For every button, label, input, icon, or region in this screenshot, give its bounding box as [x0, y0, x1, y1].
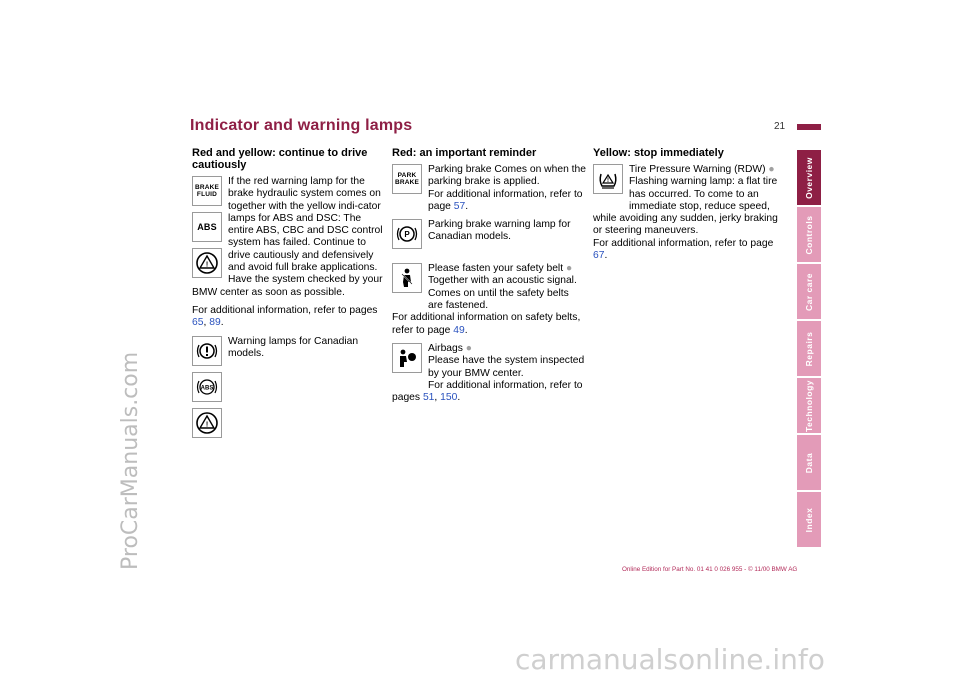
parking-circle-icon: P [392, 219, 422, 250]
entry-text: Parking brake warning lamp for Canadian … [428, 219, 571, 243]
entry-airbags: Airbags ● Please have the system inspect… [392, 342, 586, 404]
tab-data[interactable]: Data [797, 435, 821, 490]
tab-car-care[interactable]: Car care [797, 264, 821, 319]
page-number: 21 [774, 121, 786, 132]
bullet-icon: ● [768, 164, 775, 175]
info-line: For additional information, refer to pag… [593, 237, 774, 262]
abs-icon: ABS [192, 212, 222, 242]
page-link[interactable]: 67 [593, 250, 605, 262]
column-red-yellow: Red and yellow: continue to drive cautio… [192, 147, 386, 452]
svg-text:ABS: ABS [201, 385, 214, 391]
tab-controls[interactable]: Controls [797, 207, 821, 262]
icon-stack [392, 342, 422, 379]
bullet-icon: ● [465, 342, 473, 354]
svg-text:!: ! [206, 421, 208, 428]
entry-text: Warning lamps for Canadian models. [228, 335, 359, 359]
dsc-warning-icon: ! [192, 248, 222, 278]
tire-pressure-icon: ! [593, 164, 623, 194]
tab-overview[interactable]: Overview [797, 150, 821, 205]
entry-text: Tire Pressure Warning (RDW) ● [629, 164, 775, 175]
page-link[interactable]: 49 [453, 324, 465, 336]
page-link[interactable]: 89 [209, 317, 221, 329]
icon-stack: BRAKE FLUID ABS ! [192, 176, 222, 284]
tab-repairs[interactable]: Repairs [797, 321, 821, 376]
entry-parking-brake: PARK BRAKE Parking brake Comes on when t… [392, 164, 586, 213]
entry-safety-belt: Please fasten your safety belt ● Togethe… [392, 263, 586, 337]
column-red: Red: an important reminder PARK BRAKE Pa… [392, 147, 586, 410]
entry-canadian-parking: P Parking brake warning lamp for Canadia… [392, 219, 586, 257]
seatbelt-icon [392, 263, 422, 294]
page-link[interactable]: 51 [422, 392, 435, 404]
entry-text: Parking brake Comes on when the parking … [428, 164, 586, 188]
tab-index[interactable]: Index [797, 492, 821, 547]
icon-stack: PARK BRAKE [392, 164, 422, 200]
icon-stack: ABS ! [192, 335, 222, 444]
svg-text:P: P [404, 230, 410, 239]
section-heading: Red: an important reminder [392, 147, 537, 159]
info-line: For additional information on safety bel… [392, 312, 581, 336]
svg-text:!: ! [607, 178, 609, 184]
park-brake-icon: PARK BRAKE [392, 164, 422, 194]
entry-text: Please have the system inspected by your… [428, 355, 585, 379]
brake-fluid-icon: BRAKE FLUID [192, 176, 222, 206]
brake-warning-icon [192, 335, 222, 366]
tab-technology[interactable]: Technology [797, 378, 821, 433]
abs-circle-icon: ABS [192, 371, 222, 402]
watermark-left: ProCarManuals.com [118, 351, 143, 570]
entry-text: If the red warning lamp for the brake hy… [192, 176, 383, 298]
info-line: For additional information, refer to pag… [392, 379, 583, 404]
info-line: For additional information, refer to pag… [428, 188, 583, 212]
section-heading: Yellow: stop immediately [593, 147, 724, 159]
bullet-icon: ● [565, 263, 573, 275]
entry-canadian: ABS ! Warning lamps for Canadian models. [192, 335, 386, 446]
icon-stack: P [392, 219, 422, 255]
page-link[interactable]: 65 [192, 317, 204, 329]
entry-text: Together with an acoustic signal. Comes … [428, 275, 577, 312]
airbag-icon [392, 342, 422, 373]
entry-text: Flashing warning lamp: a flat tire has o… [593, 176, 778, 237]
column-yellow: Yellow: stop immediately ! Tire Pressure… [593, 147, 787, 268]
page-link[interactable]: 57 [453, 200, 466, 212]
entry-text: Please fasten your safety belt ● [428, 263, 573, 275]
page-title: Indicator and warning lamps [190, 117, 413, 134]
entry-tire-pressure: ! Tire Pressure Warning (RDW) ● Flashing… [593, 164, 787, 262]
dsc-warning-icon: ! [192, 407, 222, 438]
watermark-bottom: carmanualsonline.info [515, 643, 825, 676]
entry-text: Airbags ● [428, 342, 473, 354]
page-marker [797, 124, 821, 130]
entry-brake-abs: BRAKE FLUID ABS ! If the red warning lam… [192, 176, 386, 299]
section-tabs: Overview Controls Car care Repairs Techn… [797, 150, 821, 549]
info-line: For additional information, refer to pag… [192, 304, 378, 329]
svg-text:!: ! [206, 262, 208, 269]
page-link[interactable]: 150 [440, 392, 458, 404]
icon-stack [392, 263, 422, 299]
icon-stack: ! [593, 164, 623, 200]
footer-edition-note: Online Edition for Part No. 01 41 0 026 … [622, 566, 798, 573]
section-heading: Red and yellow: continue to drive cautio… [192, 147, 368, 171]
